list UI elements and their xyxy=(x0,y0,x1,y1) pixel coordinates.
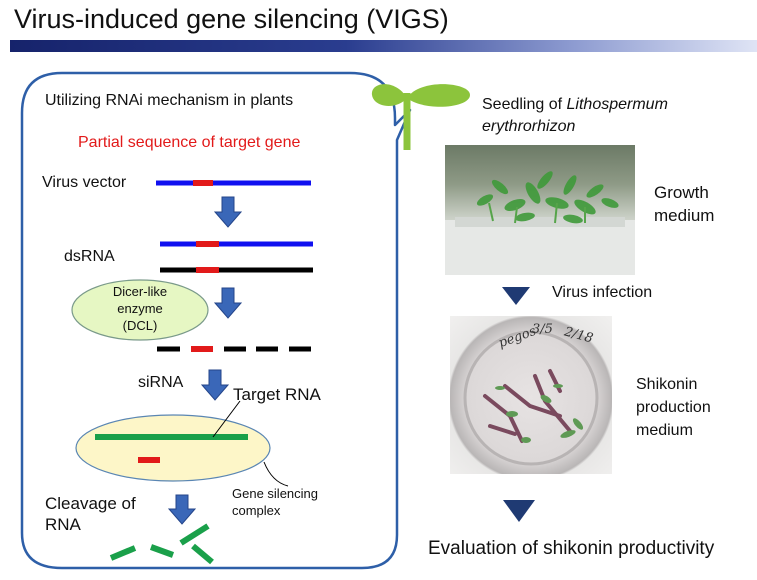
rnai-heading: Utilizing RNAi mechanism in plants xyxy=(45,92,294,109)
target-rna-pointer xyxy=(212,400,241,438)
petri-dish-image xyxy=(463,330,599,466)
seedling-species: erythrorhizon xyxy=(482,118,576,135)
cleavage-label-2: RNA xyxy=(45,515,81,534)
seedling-label-line1: Seedling of Lithospermum xyxy=(482,96,668,114)
down-triangle-1 xyxy=(502,287,530,305)
down-arrow-2 xyxy=(213,287,243,319)
virus-infection-label: Virus infection xyxy=(552,284,653,301)
shikonin-label-2: production xyxy=(636,399,711,416)
shikonin-label-3: medium xyxy=(636,422,693,439)
seedling-icon xyxy=(371,84,470,150)
complex-label-2: complex xyxy=(232,503,281,518)
seedling-genus: Lithospermum xyxy=(566,96,668,113)
dicer-label-3: (DCL) xyxy=(122,318,158,333)
partial-sequence-label: Partial sequence of target gene xyxy=(78,134,301,151)
down-arrow-1 xyxy=(213,196,243,228)
shikonin-label-1: Shikonin xyxy=(636,376,698,393)
growth-medium-label-1: Growth xyxy=(654,183,709,202)
dsrna-label: dsRNA xyxy=(64,248,115,265)
seedling-prefix: Seedling of xyxy=(482,96,567,113)
cleaved-rna-fragments xyxy=(109,523,214,565)
seedlings-image xyxy=(445,171,635,275)
down-arrow-4 xyxy=(167,494,197,525)
dish-label-2: 3/5 xyxy=(532,322,553,337)
down-arrow-3 xyxy=(200,369,230,401)
complex-pointer xyxy=(263,461,289,487)
growth-medium-label-2: medium xyxy=(654,206,715,225)
petri-dish-photo: pegos 3/5 2/18 xyxy=(450,316,612,474)
down-triangle-2 xyxy=(503,500,535,522)
evaluation-label: Evaluation of shikonin productivity xyxy=(428,538,715,559)
dicer-enzyme-ellipse xyxy=(71,279,209,341)
target-rna-label: Target RNA xyxy=(233,385,321,404)
title-bar xyxy=(10,40,757,52)
silencing-complex-ellipse xyxy=(75,414,271,482)
dicer-label-1: Dicer-like xyxy=(112,284,168,299)
page-title: Virus-induced gene silencing (VIGS) xyxy=(14,4,449,34)
sirna-label: siRNA xyxy=(138,374,184,391)
cleavage-label-1: Cleavage of xyxy=(45,494,136,513)
seedling-photo xyxy=(445,145,635,275)
virus-vector-label: Virus vector xyxy=(42,174,127,191)
complex-label-1: Gene silencing xyxy=(232,486,318,501)
dicer-label-2: enzyme xyxy=(117,301,163,316)
